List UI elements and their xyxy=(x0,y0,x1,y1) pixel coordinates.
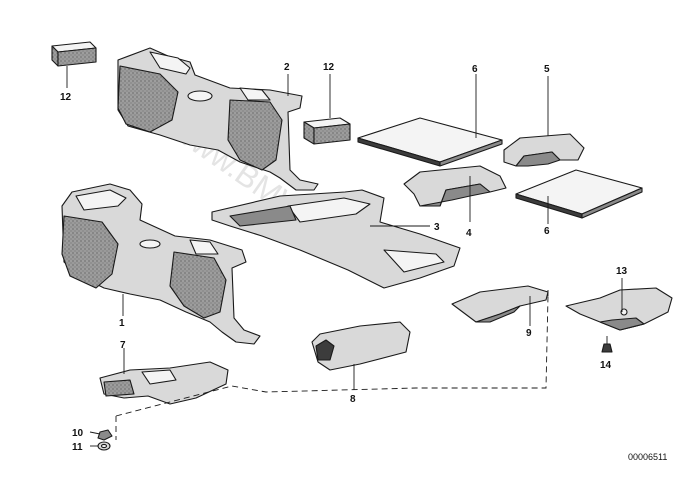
callout-10: 10 xyxy=(72,428,84,439)
part-11-washer[interactable] xyxy=(97,441,111,451)
part-7-shield[interactable] xyxy=(99,361,229,405)
document-number: 00006511 xyxy=(628,452,667,462)
part-3-floor-insulation[interactable] xyxy=(211,189,461,289)
callout-8: 8 xyxy=(350,394,356,405)
part-8-shield[interactable] xyxy=(311,321,411,371)
callout-14: 14 xyxy=(600,360,612,371)
assembly-outline xyxy=(115,295,549,440)
part-10-nut[interactable] xyxy=(97,429,113,441)
callout-6-lower: 6 xyxy=(544,226,550,237)
callout-5: 5 xyxy=(544,64,550,75)
callout-9: 9 xyxy=(526,328,532,339)
leader-lines xyxy=(66,66,623,447)
part-9-heat-shield[interactable] xyxy=(451,285,549,323)
callout-7: 7 xyxy=(120,340,126,351)
part-12-insulation-block-right[interactable] xyxy=(303,117,351,145)
part-2-firewall-insulation-upper[interactable] xyxy=(117,47,319,191)
callout-3: 3 xyxy=(434,222,440,233)
callout-13: 13 xyxy=(616,266,628,277)
callout-6-upper: 6 xyxy=(472,64,478,75)
part-13-heat-shield[interactable] xyxy=(565,287,673,331)
callout-2: 2 xyxy=(284,62,290,73)
part-12-insulation-block-left[interactable] xyxy=(51,41,97,67)
part-5-tunnel-insulation[interactable] xyxy=(503,133,585,167)
callout-12-right: 12 xyxy=(323,62,335,73)
callout-11: 11 xyxy=(72,442,83,453)
part-14-clip[interactable] xyxy=(601,336,613,353)
callout-1: 1 xyxy=(119,318,125,329)
part-6-floor-mat-upper[interactable] xyxy=(357,117,503,167)
callout-4: 4 xyxy=(466,228,472,239)
part-4-tunnel-cover[interactable] xyxy=(403,165,507,207)
callout-12-left: 12 xyxy=(60,92,72,103)
part-6-floor-mat-lower[interactable] xyxy=(515,169,643,219)
part-1-firewall-insulation-lower[interactable] xyxy=(61,183,261,345)
